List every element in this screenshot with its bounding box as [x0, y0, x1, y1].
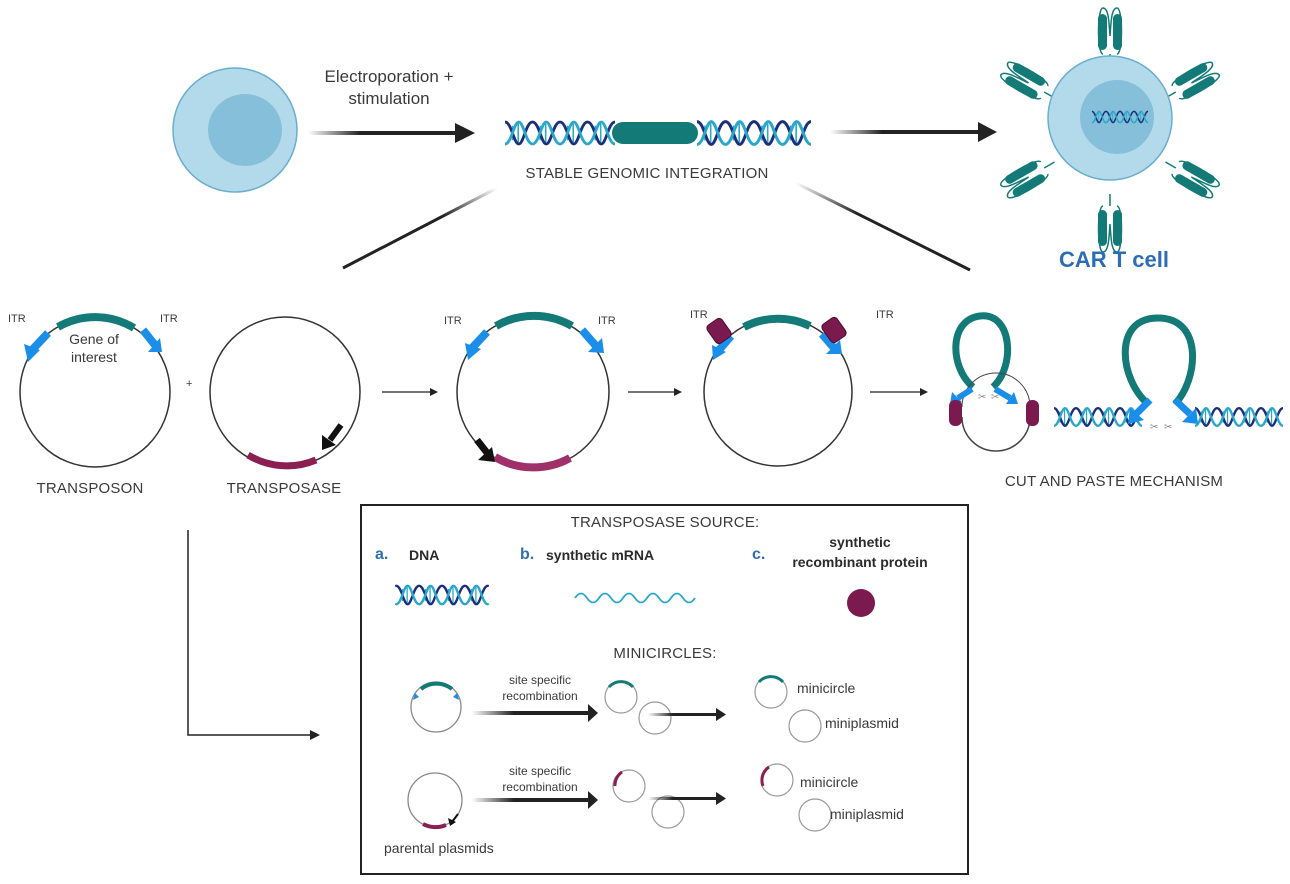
- insertion-diagram: ✂ ✂: [1054, 314, 1283, 433]
- transposase-label: TRANSPOSASE: [226, 480, 342, 497]
- integration-label: STABLE GENOMIC INTEGRATION: [525, 165, 769, 182]
- electroporation-label-line1: Electroporation +: [324, 67, 454, 86]
- parental-plasmids-label: parental plasmids: [384, 840, 494, 856]
- integrated-dna: [505, 120, 811, 146]
- itr-left-icon: [465, 329, 490, 360]
- recombination-label-line2: recombination: [502, 780, 578, 794]
- source-a-letter: a.: [375, 546, 389, 563]
- itr-label: ITR: [160, 313, 178, 325]
- transposase-protein-icon: [949, 400, 962, 426]
- combined-plasmid: [456, 311, 610, 472]
- transposase-protein-icon: [821, 316, 847, 344]
- transposase-plasmid: [209, 316, 361, 470]
- itr-label: ITR: [598, 315, 616, 327]
- source-c-label: synthetic recombinant protein: [792, 532, 927, 572]
- excision-diagram: ✂ ✂: [949, 312, 1039, 452]
- promoter-arrow-icon: [474, 437, 495, 462]
- transposase-source-panel: [360, 504, 969, 875]
- transposase-source-title: TRANSPOSASE SOURCE:: [570, 514, 760, 531]
- transposon-label: TRANSPOSON: [36, 480, 144, 497]
- source-a-label: DNA: [409, 547, 440, 563]
- minicircle-label: minicircle: [800, 774, 859, 790]
- source-b-label: synthetic mRNA: [546, 547, 655, 563]
- plus-sign: +: [186, 378, 193, 390]
- integration-to-car-arrow: [830, 122, 997, 142]
- cut-paste-label: CUT AND PASTE MECHANISM: [1004, 473, 1224, 490]
- itr-label: ITR: [876, 309, 894, 321]
- electroporation-arrow: [308, 123, 475, 143]
- itr-right-icon: [578, 327, 604, 353]
- minicircle-label: minicircle: [797, 680, 856, 696]
- scissors-icon: ✂: [1164, 422, 1172, 433]
- recombination-label-line1: site specific: [508, 673, 572, 687]
- itr-left-icon: [24, 330, 51, 362]
- recombination-label-1: site specific recombination: [502, 672, 577, 704]
- itr-right-icon: [818, 331, 842, 354]
- genomic-dna-left-icon: [505, 120, 615, 146]
- source-c-label-line1: synthetic: [829, 534, 891, 550]
- car-t-cell-label: CAR T cell: [1058, 247, 1170, 272]
- transposon-plasmid: [19, 313, 171, 468]
- source-c-letter: c.: [752, 546, 766, 563]
- itr-label: ITR: [444, 315, 462, 327]
- miniplasmid-label: miniplasmid: [825, 715, 899, 731]
- car-t-cell: [997, 7, 1223, 253]
- minicircles-title: MINICIRCLES:: [613, 645, 717, 662]
- electroporation-label: Electroporation + stimulation: [325, 66, 454, 110]
- electroporation-label-line2: stimulation: [348, 89, 430, 108]
- scissors-icon: ✂: [978, 392, 986, 403]
- promoter-arrow-icon: [322, 423, 344, 450]
- gene-of-interest-label: Gene of interest: [69, 330, 119, 366]
- transposase-protein-icon: [1026, 400, 1039, 426]
- gene-label-line2: interest: [71, 349, 117, 365]
- zoom-line-right: [795, 181, 971, 272]
- scissors-icon: ✂: [1150, 422, 1158, 433]
- itr-right-icon: [139, 327, 162, 352]
- minicircle-row-2: [407, 763, 832, 832]
- mrna-strand-icon: [574, 592, 696, 604]
- t-cell: [172, 67, 298, 193]
- transgene-insert: [612, 122, 698, 144]
- source-c-label-line2: recombinant protein: [792, 554, 928, 570]
- transposase-protein-icon: [706, 317, 732, 345]
- zoom-line-left: [342, 186, 498, 270]
- miniplasmid-label: miniplasmid: [830, 806, 904, 822]
- protein-blob-icon: [847, 589, 875, 617]
- genomic-dna-right-icon: [697, 120, 811, 146]
- gene-label-line1: Gene of: [69, 331, 119, 347]
- scissors-icon: ✂: [991, 392, 999, 403]
- transposase-bound-plasmid: [703, 314, 853, 467]
- target-dna-right-icon: [1195, 407, 1283, 427]
- minicircle-row-1: [410, 675, 822, 743]
- recombination-label-2: site specific recombination: [502, 763, 577, 795]
- recombination-label-line2: recombination: [502, 689, 578, 703]
- legend-connector: [187, 530, 312, 736]
- itr-label: ITR: [690, 309, 708, 321]
- itr-label: ITR: [8, 313, 26, 325]
- itr-left-icon: [712, 333, 735, 360]
- recombination-label-line1: site specific: [508, 764, 572, 778]
- source-b-letter: b.: [520, 546, 535, 563]
